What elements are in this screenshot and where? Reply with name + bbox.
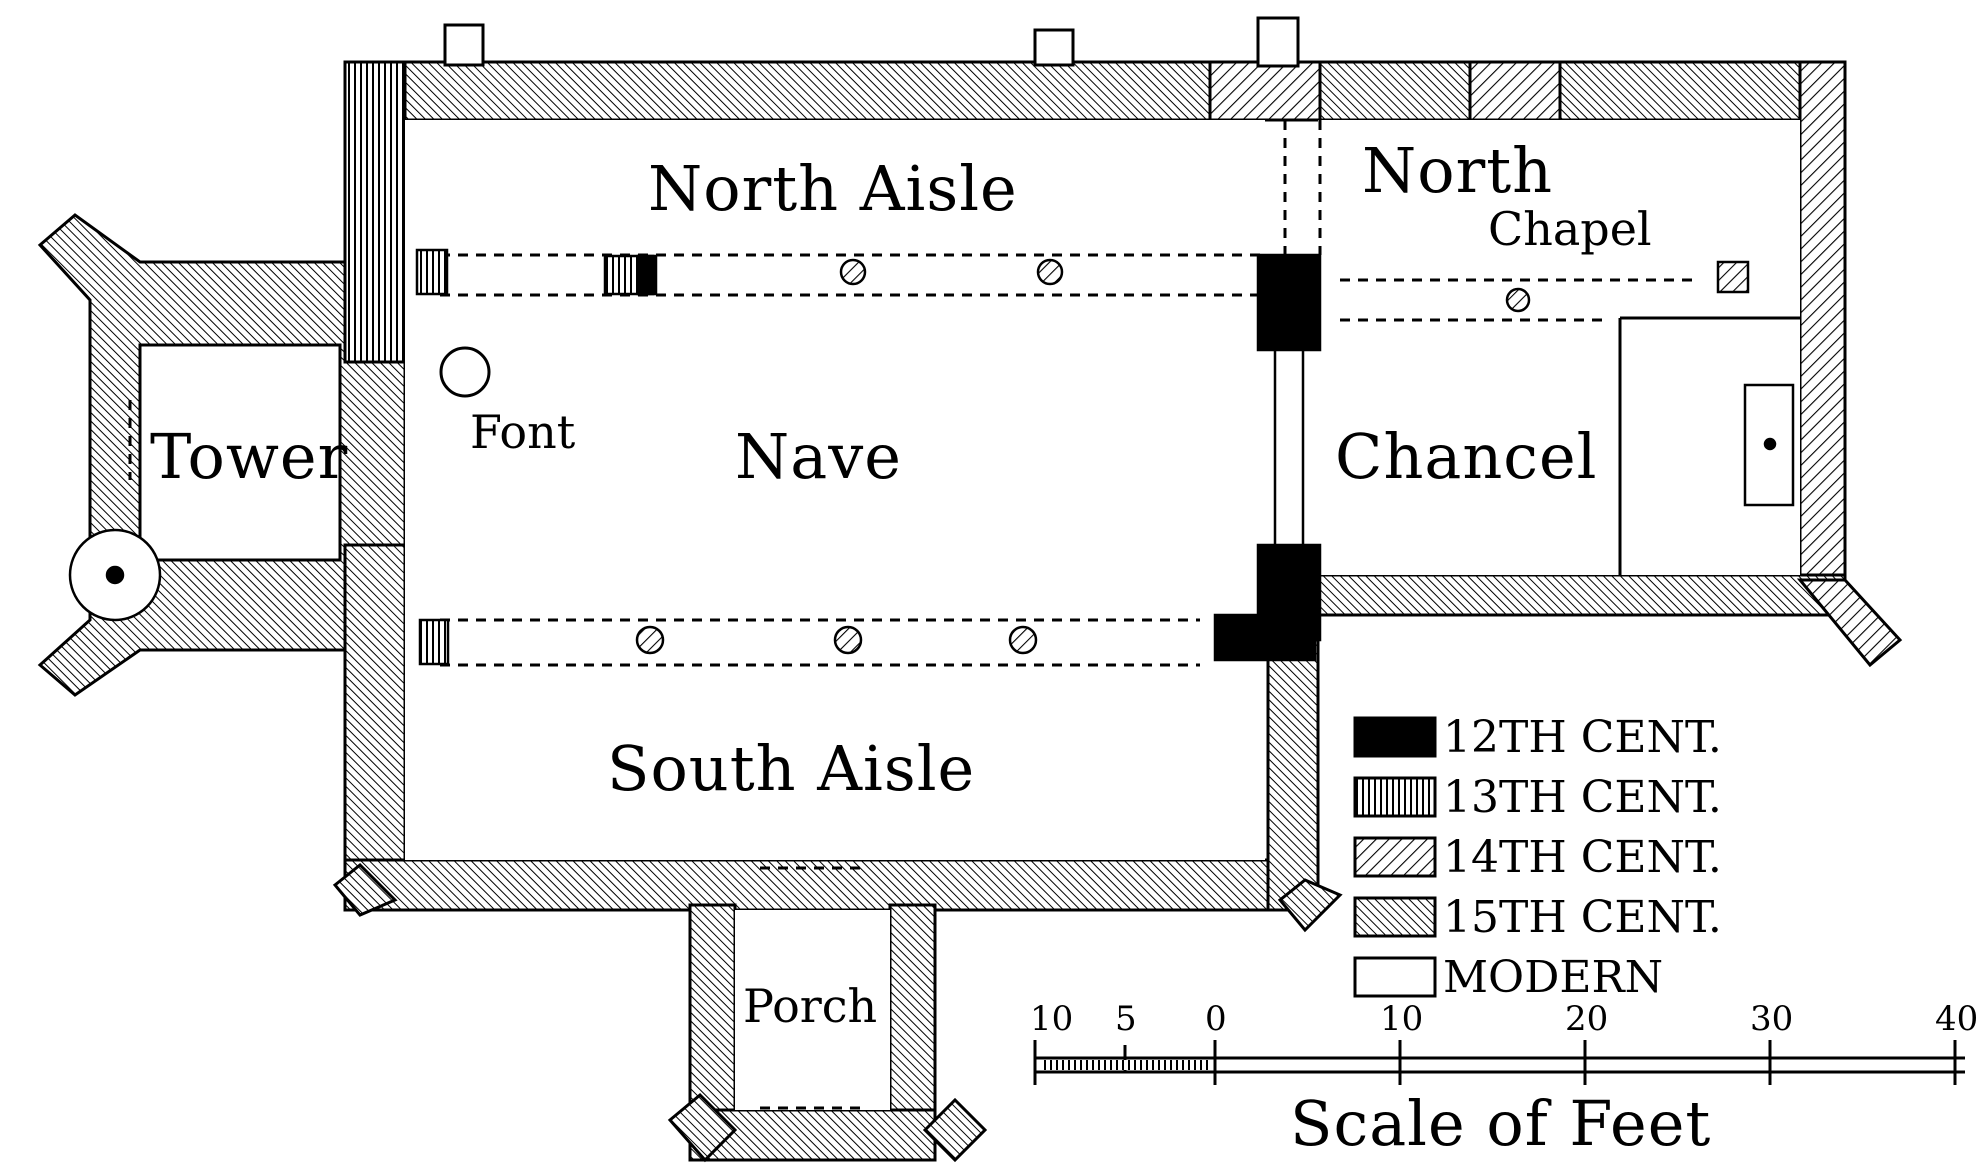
legend-item-modern: MODERN [1353, 952, 1663, 1003]
label-south-aisle: South Aisle [607, 732, 975, 805]
legend-item-13th: 13TH CENT. [1353, 772, 1722, 823]
legend-item-14th: 14TH CENT. [1353, 832, 1722, 883]
label-north-chapel-1: North [1362, 134, 1553, 207]
scale-tick-0: 10 [1030, 999, 1073, 1039]
scale-tick-1: 5 [1115, 999, 1137, 1039]
scale-tick-4: 20 [1565, 999, 1608, 1039]
scale-tick-3: 10 [1380, 999, 1423, 1039]
legend-label-13th: 13TH CENT. [1443, 772, 1722, 823]
room-labels: North Aisle North Chapel Tower Font Nave… [150, 134, 1652, 1033]
spiral-stair [68, 528, 162, 622]
piers [415, 248, 1795, 666]
label-north-chapel-2: Chapel [1488, 202, 1652, 256]
legend: 12TH CENT. 13TH CENT. 14TH CENT. 15TH CE… [1353, 712, 1722, 1003]
legend-item-12th: 12TH CENT. [1353, 712, 1722, 763]
label-tower: Tower [150, 420, 348, 493]
scale-tick-2: 0 [1205, 999, 1227, 1039]
walls [37, 16, 1903, 1163]
arcade-lines [128, 120, 1700, 1110]
label-nave: Nave [735, 420, 902, 493]
scale-tick-6: 40 [1935, 999, 1978, 1039]
scale-title: Scale of Feet [1290, 1087, 1711, 1160]
font-symbol [439, 346, 491, 398]
label-porch: Porch [743, 979, 877, 1033]
label-font: Font [470, 405, 576, 459]
label-chancel: Chancel [1335, 420, 1598, 493]
scale-tick-5: 30 [1750, 999, 1793, 1039]
legend-item-15th: 15TH CENT. [1353, 892, 1722, 943]
legend-label-14th: 14TH CENT. [1443, 832, 1722, 883]
legend-label-12th: 12TH CENT. [1443, 712, 1722, 763]
legend-label-modern: MODERN [1443, 952, 1663, 1003]
interior [405, 120, 1800, 1110]
label-north-aisle: North Aisle [648, 152, 1018, 225]
scale-bar: 10 5 0 10 20 30 40 Scale of Feet [1030, 999, 1978, 1160]
legend-label-15th: 15TH CENT. [1443, 892, 1722, 943]
